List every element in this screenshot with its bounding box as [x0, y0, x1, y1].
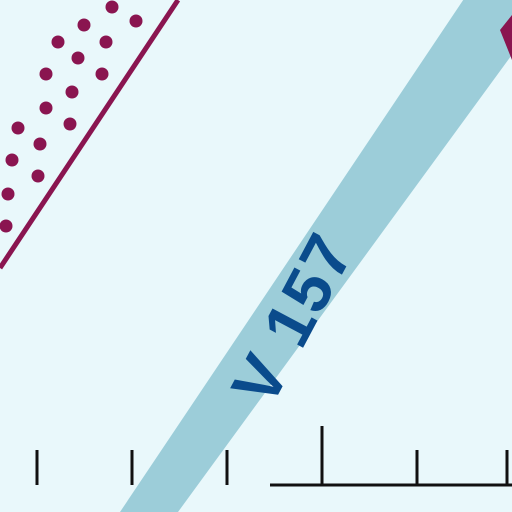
- boundary-dot: [1, 187, 15, 201]
- boundary-dot: [71, 51, 85, 65]
- boundary-dot: [39, 67, 53, 81]
- magenta-marker-shape: [500, 15, 512, 60]
- top-right-magenta-marker: [500, 15, 512, 60]
- boundary-dot: [105, 0, 119, 14]
- boundary-dot: [11, 121, 25, 135]
- airway-band: [120, 0, 512, 512]
- boundary-line-hidden: [0, 0, 172, 258]
- restricted-area-boundary: [0, 0, 181, 270]
- boundary-dot: [99, 35, 113, 49]
- airway-band-shape: [120, 0, 512, 512]
- scale-bar: [35, 426, 512, 487]
- boundary-dot: [65, 85, 79, 99]
- boundary-dot: [33, 137, 47, 151]
- boundary-dot: [5, 153, 19, 167]
- boundary-dot: [0, 219, 13, 233]
- boundary-dot: [51, 35, 65, 49]
- boundary-dot: [129, 14, 143, 28]
- boundary-line: [0, 0, 181, 270]
- boundary-dot: [77, 18, 91, 32]
- airway-label: V 157: [217, 221, 368, 417]
- boundary-dot: [31, 169, 45, 183]
- boundary-dot: [39, 101, 53, 115]
- boundary-dot: [95, 67, 109, 81]
- boundary-dot: [63, 117, 77, 131]
